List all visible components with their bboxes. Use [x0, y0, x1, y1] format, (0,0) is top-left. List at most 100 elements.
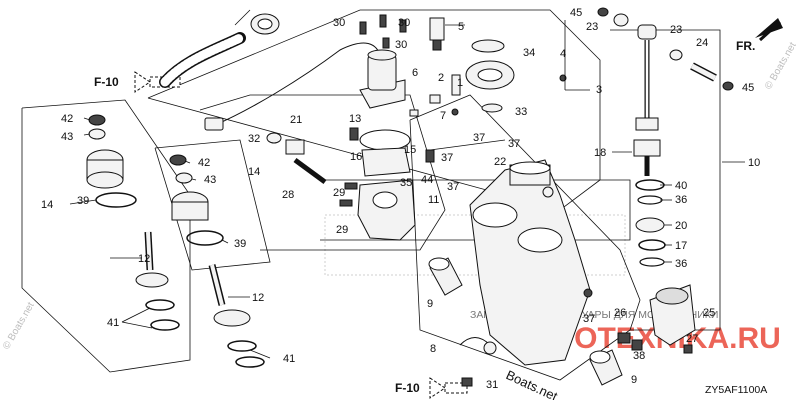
callout-10: 10	[748, 157, 760, 169]
leader-lines	[69, 20, 745, 359]
cylinder-rod-part	[633, 24, 661, 176]
callout-9-upper: 9	[427, 298, 433, 310]
callout-39-left: 39	[77, 195, 89, 207]
cover-25	[649, 284, 696, 346]
callout-6: 6	[412, 67, 418, 79]
callout-13: 13	[349, 113, 361, 125]
bolt-27	[683, 344, 693, 354]
callout-5: 5	[458, 21, 464, 33]
callout-40: 40	[675, 180, 687, 192]
callout-36-lower: 36	[675, 258, 687, 270]
outline-cap-assembly	[154, 139, 271, 271]
callout-labels: 1 2 3 4 5 6 7 8 9 9 10 11 12 12 13 14 14…	[41, 7, 760, 391]
f10-arrow-bottom	[429, 377, 468, 399]
callout-45-top: 45	[570, 7, 582, 19]
fr-arrow	[755, 18, 783, 42]
outline-bracket-assembly	[409, 94, 641, 381]
callout-23-right: 23	[670, 24, 682, 36]
figure-ref-top: F-10	[94, 75, 119, 89]
callout-30-right: 30	[398, 17, 410, 29]
reservoir-part	[465, 39, 567, 113]
callout-35: 35	[400, 177, 412, 189]
callout-37-b: 37	[508, 138, 520, 150]
callout-37-d: 37	[447, 181, 459, 193]
callout-44: 44	[421, 174, 433, 186]
bolt-26	[617, 332, 631, 344]
sensor-8	[459, 337, 497, 355]
callout-38: 38	[633, 350, 645, 362]
callout-28: 28	[282, 189, 294, 201]
callout-37-c: 37	[441, 152, 453, 164]
ring-stack-right	[635, 179, 666, 267]
bolts-30	[359, 14, 407, 49]
callout-36-upper: 36	[675, 194, 687, 206]
watermark-footer: Boats.net	[504, 367, 560, 400]
callout-24: 24	[696, 37, 708, 49]
bushing-9-lower	[589, 349, 623, 386]
callout-26: 26	[614, 307, 626, 319]
leader-37	[429, 139, 506, 151]
middle-cap-assembly	[169, 154, 224, 246]
relief-valve-part	[429, 17, 445, 51]
callout-39-right: 39	[234, 238, 246, 250]
cable-part	[204, 42, 381, 131]
callout-1: 1	[457, 77, 463, 89]
pump-body-part	[349, 127, 416, 241]
cylinder-bracket-part	[469, 159, 591, 366]
callout-37-e: 37	[583, 313, 595, 325]
bushing-23-left	[613, 13, 629, 27]
callout-8: 8	[430, 343, 436, 355]
small-parts	[409, 74, 461, 117]
callout-30-lower: 30	[395, 39, 407, 51]
callout-21: 21	[290, 114, 302, 126]
bolt-31	[461, 377, 473, 387]
bushing-9-upper	[428, 257, 463, 296]
callout-12-left: 12	[138, 253, 150, 265]
callout-43-left: 43	[61, 131, 73, 143]
callout-45-right: 45	[742, 82, 754, 94]
callout-2: 2	[438, 72, 444, 84]
callout-25: 25	[703, 307, 715, 319]
callout-11: 11	[428, 194, 439, 206]
callout-14-left: 14	[41, 199, 53, 211]
plug-44	[425, 149, 435, 163]
callout-12-mid: 12	[252, 292, 264, 304]
screws-29	[339, 182, 358, 207]
clip-45-top	[597, 7, 609, 17]
left-cap-assembly	[86, 114, 137, 208]
bushing-23-right	[669, 49, 683, 61]
middle-rod-12	[208, 264, 265, 368]
callout-18: 18	[594, 147, 606, 159]
callout-7: 7	[440, 110, 446, 122]
callout-16: 16	[350, 151, 362, 163]
callout-20: 20	[675, 220, 687, 232]
callout-41-left: 41	[107, 317, 119, 329]
callout-31: 31	[486, 379, 498, 391]
callout-14-right: 14	[248, 166, 260, 178]
callout-43-right: 43	[204, 174, 216, 186]
callout-29-upper: 29	[333, 187, 345, 199]
callout-33: 33	[515, 106, 527, 118]
trim-motor-part	[359, 49, 406, 109]
outline-left-assembly	[21, 99, 191, 373]
hose-part	[159, 9, 280, 88]
callout-29-lower: 29	[336, 224, 348, 236]
callout-4: 4	[560, 48, 566, 60]
callout-27: 27	[686, 333, 698, 345]
callout-32: 32	[248, 133, 260, 145]
plug-38	[631, 339, 643, 351]
callout-37-a: 37	[473, 132, 485, 144]
manual-valve-part	[266, 132, 327, 185]
callout-41-right: 41	[283, 353, 295, 365]
callout-30-top: 30	[333, 17, 345, 29]
callout-9-lower: 9	[631, 374, 637, 386]
left-rod-12	[135, 231, 180, 331]
callout-17: 17	[675, 240, 687, 252]
callout-23-left: 23	[586, 21, 598, 33]
plug-22	[542, 186, 554, 198]
fr-label: FR.	[736, 39, 755, 53]
callout-42-right: 42	[198, 157, 210, 169]
figure-ref-bottom: F-10	[395, 381, 420, 395]
